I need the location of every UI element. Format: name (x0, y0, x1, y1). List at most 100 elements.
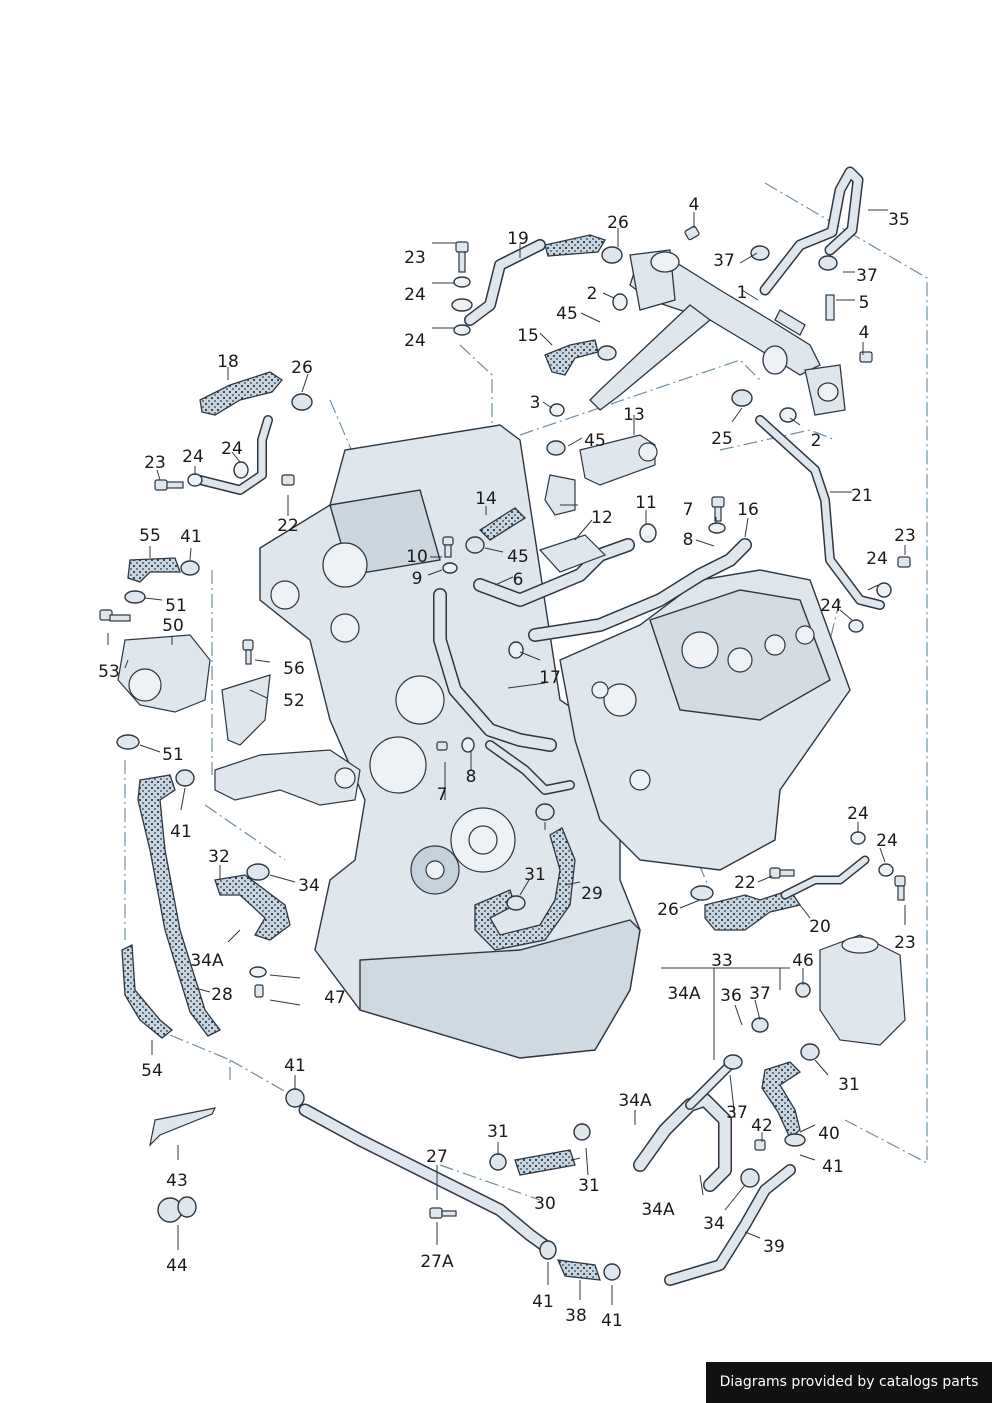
callout-23: 23 (144, 453, 166, 473)
callout-20: 20 (809, 917, 831, 937)
callout-51: 51 (165, 596, 187, 616)
callout-10: 10 (406, 547, 428, 567)
pipes (195, 239, 885, 1286)
callout-37: 37 (749, 984, 771, 1004)
callout-19: 19 (507, 229, 529, 249)
callout-34A: 34A (667, 984, 701, 1004)
callout-22: 22 (734, 873, 756, 893)
callout-45: 45 (556, 304, 578, 324)
callout-8: 8 (466, 767, 477, 787)
callout-34A: 34A (190, 951, 224, 971)
engine-details (270, 542, 815, 895)
callout-4: 4 (859, 323, 870, 343)
pump-13 (579, 434, 656, 486)
callout-29: 29 (581, 884, 603, 904)
callout-31: 31 (838, 1075, 860, 1095)
leader-lines (107, 209, 906, 1305)
callout-23: 23 (894, 526, 916, 546)
callout-55: 55 (139, 526, 161, 546)
callout-23: 23 (404, 248, 426, 268)
callout-31: 31 (578, 1176, 600, 1196)
coolant-pipe (589, 249, 846, 416)
flange-22 (214, 749, 361, 806)
bracket-52 (221, 674, 271, 746)
callout-37: 37 (713, 251, 735, 271)
callout-15: 15 (517, 326, 539, 346)
callout-34A: 34A (641, 1200, 675, 1220)
callout-8: 8 (683, 530, 694, 550)
callout-7: 7 (437, 785, 448, 805)
callout-40: 40 (818, 1124, 840, 1144)
callout-28: 28 (211, 985, 233, 1005)
callout-23: 23 (894, 933, 916, 953)
credit-footer: Diagrams provided by catalogs parts (706, 1362, 992, 1403)
callout-31: 31 (487, 1122, 509, 1142)
callout-37: 37 (856, 266, 878, 286)
callout-54: 54 (141, 1061, 163, 1081)
callout-16: 16 (737, 500, 759, 520)
clamps (116, 245, 894, 1281)
callout-2: 2 (811, 431, 822, 451)
flange-12 (544, 474, 576, 516)
callout-7: 7 (683, 500, 694, 520)
callout-53: 53 (98, 662, 120, 682)
callout-27: 27 (426, 1147, 448, 1167)
callout-34: 34 (703, 1214, 725, 1234)
callout-21: 21 (851, 486, 873, 506)
callout-56: 56 (283, 659, 305, 679)
callout-41: 41 (822, 1157, 844, 1177)
callout-47: 47 (324, 988, 346, 1008)
callout-25: 25 (711, 429, 733, 449)
callout-3: 3 (530, 393, 541, 413)
callout-30: 30 (534, 1194, 556, 1214)
hoses (121, 234, 802, 1281)
callout-35: 35 (888, 210, 910, 230)
boundary-lines (124, 182, 928, 1201)
callout-24: 24 (221, 439, 243, 459)
callout-1: 1 (737, 283, 748, 303)
callout-46: 46 (792, 951, 814, 971)
callout-22: 22 (277, 516, 299, 536)
callout-14: 14 (475, 489, 497, 509)
callout-17: 17 (539, 668, 561, 688)
callout-26: 26 (657, 900, 679, 920)
components (117, 434, 906, 1147)
bracket-12 (538, 534, 607, 573)
callout-41: 41 (601, 1311, 623, 1331)
callout-43: 43 (166, 1171, 188, 1191)
callout-39: 39 (763, 1237, 785, 1257)
callout-41: 41 (284, 1056, 306, 1076)
callout-4: 4 (689, 195, 700, 215)
callout-31: 31 (524, 865, 546, 885)
callout-18: 18 (217, 352, 239, 372)
callout-36: 36 (720, 986, 742, 1006)
callout-24: 24 (404, 285, 426, 305)
callout-12: 12 (591, 508, 613, 528)
callout-34A: 34A (618, 1091, 652, 1111)
callout-24: 24 (820, 596, 842, 616)
callout-41: 41 (170, 822, 192, 842)
callout-42: 42 (751, 1116, 773, 1136)
callout-32: 32 (208, 847, 230, 867)
callout-11: 11 (635, 493, 657, 513)
callout-13: 13 (623, 405, 645, 425)
callout-6: 6 (513, 570, 524, 590)
callout-27A: 27A (420, 1252, 454, 1272)
callout-45: 45 (507, 547, 529, 567)
callout-26: 26 (607, 213, 629, 233)
callout-9: 9 (412, 569, 423, 589)
callout-50: 50 (162, 616, 184, 636)
callout-24: 24 (866, 549, 888, 569)
callout-24: 24 (847, 804, 869, 824)
clip-43 (149, 1107, 217, 1147)
callout-24: 24 (404, 331, 426, 351)
callout-24: 24 (182, 447, 204, 467)
callout-51: 51 (162, 745, 184, 765)
callout-41: 41 (532, 1292, 554, 1312)
callout-38: 38 (565, 1306, 587, 1326)
callout-24: 24 (876, 831, 898, 851)
callout-26: 26 (291, 358, 313, 378)
pump-50 (117, 634, 211, 713)
callout-labels: 1 2 2 3 4 4 5 6 7 7 8 8 9 10 11 12 13 14… (98, 195, 916, 1331)
